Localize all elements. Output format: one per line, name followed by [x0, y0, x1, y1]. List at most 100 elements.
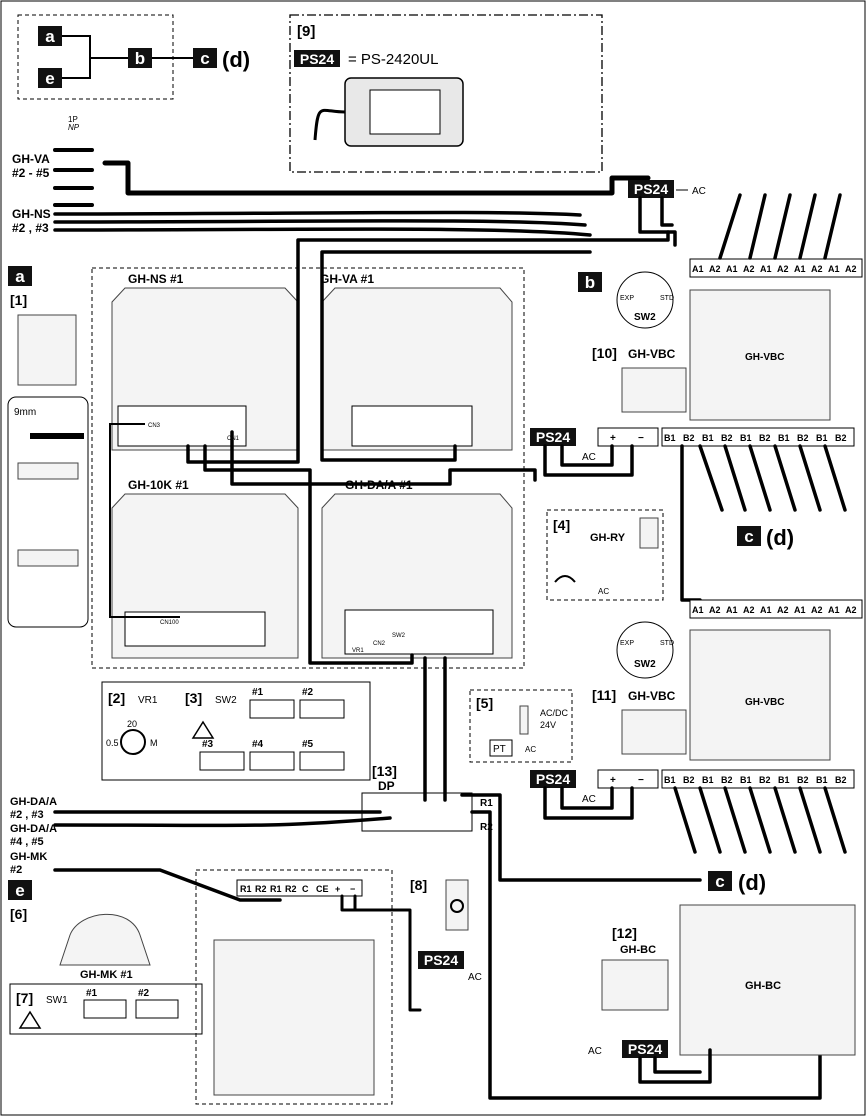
warning-icon-sw1 [18, 1010, 42, 1029]
legend-d-text: (d) [222, 47, 250, 72]
sw2-mid-zoom-circle [616, 621, 674, 679]
legend-badge-b [128, 48, 152, 68]
ghry-device [639, 517, 659, 549]
ghmk-box [195, 869, 393, 1105]
ps24-mid-badge [530, 428, 576, 446]
gh10k1-label: GH-10K #1 [128, 478, 189, 492]
ghns-numbers: #2 , #3 [12, 221, 49, 235]
sw1-d1: #1 [86, 988, 98, 999]
sw1-n7: [7] [16, 990, 33, 1006]
button8-icon [450, 899, 464, 913]
legend-c-text: c [200, 49, 209, 68]
sw1-d2: #2 [138, 988, 150, 999]
section-e-text: e [15, 881, 24, 900]
legend-badge-c [193, 48, 217, 68]
ghva-1p: 1P [68, 115, 78, 124]
box9-ps-text: PS24 [300, 51, 334, 67]
section-b-n10: [10] [592, 345, 617, 361]
ps24-top-leads [638, 196, 677, 247]
settings-vr1: VR1 [138, 695, 158, 706]
ps24-lowmid-text: PS24 [536, 771, 570, 787]
box5-24v: 24V [540, 720, 556, 730]
dip-5-label: #5 [302, 739, 314, 750]
ghmk1-label: GH-MK #1 [80, 969, 133, 981]
bc-name: GH-BC [620, 944, 656, 956]
vbc-top-out-cables [718, 193, 842, 260]
dip-3-label: #3 [202, 739, 214, 750]
ps24-bc-text: PS24 [628, 1041, 662, 1057]
dp-to-cd-cable [460, 793, 702, 882]
dip-4 [249, 751, 295, 771]
settings-box [101, 681, 371, 781]
box5-ac: AC [525, 745, 536, 754]
sw2-zoom-circle [616, 271, 674, 329]
section-a-badge [8, 266, 32, 286]
cn3-to-cn100 [109, 423, 180, 618]
ghry-ac: AC [598, 587, 609, 596]
ghdaa1-terminal-board [344, 609, 494, 655]
cd-top-badge [737, 526, 761, 546]
section-b-badge [578, 272, 602, 292]
wire-strip-box [7, 396, 89, 628]
ghvbc-top-label: GH-VBC [745, 352, 784, 363]
settings-n2: [2] [108, 690, 125, 706]
sw2-mid-label: SW2 [634, 659, 656, 670]
dp-num: [13] [372, 763, 397, 779]
ps24-mid-ac: AC [582, 452, 596, 463]
cd-top-d: (d) [766, 525, 794, 550]
dip-3 [199, 751, 245, 771]
ghva-numbers: #2 - #5 [12, 166, 50, 180]
ghns1-cn3: CN3 [148, 423, 161, 429]
vr1-20: 20 [127, 719, 137, 729]
cd-bottom-d: (d) [738, 870, 766, 895]
warning-icon-sw2 [191, 720, 215, 739]
ghry-num: [4] [553, 517, 570, 533]
cd-top-c: c [744, 527, 753, 546]
section-n11-ghvbc: GH-VBC [628, 689, 676, 703]
ghva-label: GH-VA [12, 152, 50, 166]
ghbc-label: GH-BC [745, 980, 781, 992]
legend-e-text: e [45, 69, 54, 88]
ps24-top-badge [628, 180, 674, 198]
ghdaa1-link [203, 444, 414, 665]
gh10k1-cn100: CN100 [160, 620, 179, 626]
ghdaa-23-label: GH-DA/A [10, 796, 57, 808]
section-b-text: b [585, 273, 595, 292]
ghry-name: GH-RY [590, 532, 626, 544]
ps24-lowmid-badge [530, 770, 576, 788]
wire-terminal-1 [17, 462, 79, 480]
ghdaa-23-num: #2 , #3 [10, 809, 44, 821]
ghry-box [546, 509, 664, 601]
cd-bottom-badge [708, 871, 732, 891]
box9-frame [289, 14, 603, 173]
ps24-bc-leads [638, 1048, 712, 1084]
vbc-mid-strip-frame [689, 599, 863, 619]
box5-pt: PT [493, 744, 506, 755]
ghvbc-mid-label: GH-VBC [745, 697, 784, 708]
ghva1-wire [320, 250, 592, 462]
vbc-top-b-frame [661, 427, 855, 447]
section-n11: [11] [592, 687, 616, 703]
ghbc-photo [601, 959, 669, 1011]
box5-num: [5] [476, 695, 493, 711]
vbc-mid-minus: − [638, 775, 644, 786]
ghmk-num: #2 [10, 864, 22, 876]
door-lock-icon [519, 705, 529, 735]
dp-to-bc-cable [470, 810, 822, 1100]
vr1-m: M [150, 738, 158, 748]
vbc-mid-pm-frame [597, 769, 659, 789]
legend-badge-e [38, 68, 62, 88]
box5 [469, 689, 573, 763]
box9-eq-text: = PS-2420UL [348, 51, 438, 68]
bell-icon [554, 575, 576, 583]
section-e-n6: [6] [10, 906, 27, 922]
